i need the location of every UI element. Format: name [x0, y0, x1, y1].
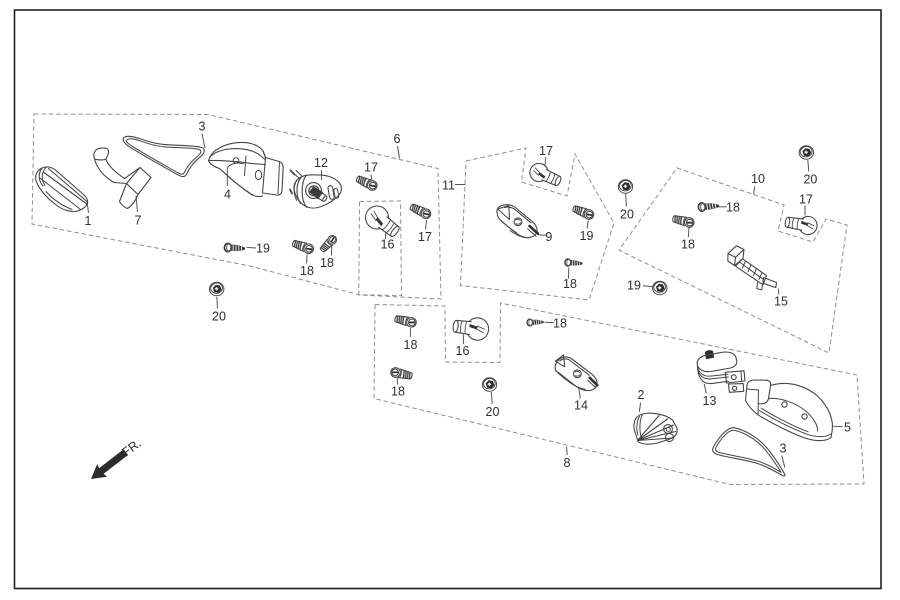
svg-text:18: 18 — [553, 317, 567, 331]
svg-text:19: 19 — [627, 279, 641, 293]
svg-text:10: 10 — [751, 172, 765, 186]
svg-text:20: 20 — [212, 310, 226, 324]
svg-text:17: 17 — [799, 193, 813, 207]
svg-text:18: 18 — [300, 264, 314, 278]
svg-text:16: 16 — [456, 344, 470, 358]
svg-text:13: 13 — [703, 394, 717, 408]
svg-text:18: 18 — [681, 238, 695, 252]
svg-text:20: 20 — [620, 208, 634, 222]
svg-text:17: 17 — [418, 230, 432, 244]
svg-text:20: 20 — [803, 173, 817, 187]
svg-text:15: 15 — [774, 295, 788, 309]
svg-text:18: 18 — [404, 338, 418, 352]
svg-text:12: 12 — [314, 156, 328, 170]
svg-text:1: 1 — [85, 214, 92, 228]
svg-text:3: 3 — [199, 120, 206, 134]
svg-text:4: 4 — [224, 188, 231, 202]
svg-text:2: 2 — [638, 388, 645, 402]
svg-text:16: 16 — [381, 238, 395, 252]
svg-text:17: 17 — [364, 161, 378, 175]
svg-text:18: 18 — [391, 385, 405, 399]
svg-text:14: 14 — [574, 399, 588, 413]
svg-text:19: 19 — [256, 242, 270, 256]
svg-text:11: 11 — [442, 179, 455, 193]
svg-text:18: 18 — [726, 201, 740, 215]
svg-text:18: 18 — [563, 277, 577, 291]
svg-text:19: 19 — [580, 229, 594, 243]
svg-text:6: 6 — [394, 132, 401, 146]
svg-text:8: 8 — [564, 456, 571, 470]
svg-text:18: 18 — [320, 256, 334, 270]
svg-text:5: 5 — [844, 421, 851, 435]
svg-text:7: 7 — [135, 214, 142, 228]
svg-text:3: 3 — [780, 442, 787, 456]
svg-text:17: 17 — [539, 144, 553, 158]
svg-text:9: 9 — [545, 230, 552, 244]
svg-text:20: 20 — [486, 405, 500, 419]
